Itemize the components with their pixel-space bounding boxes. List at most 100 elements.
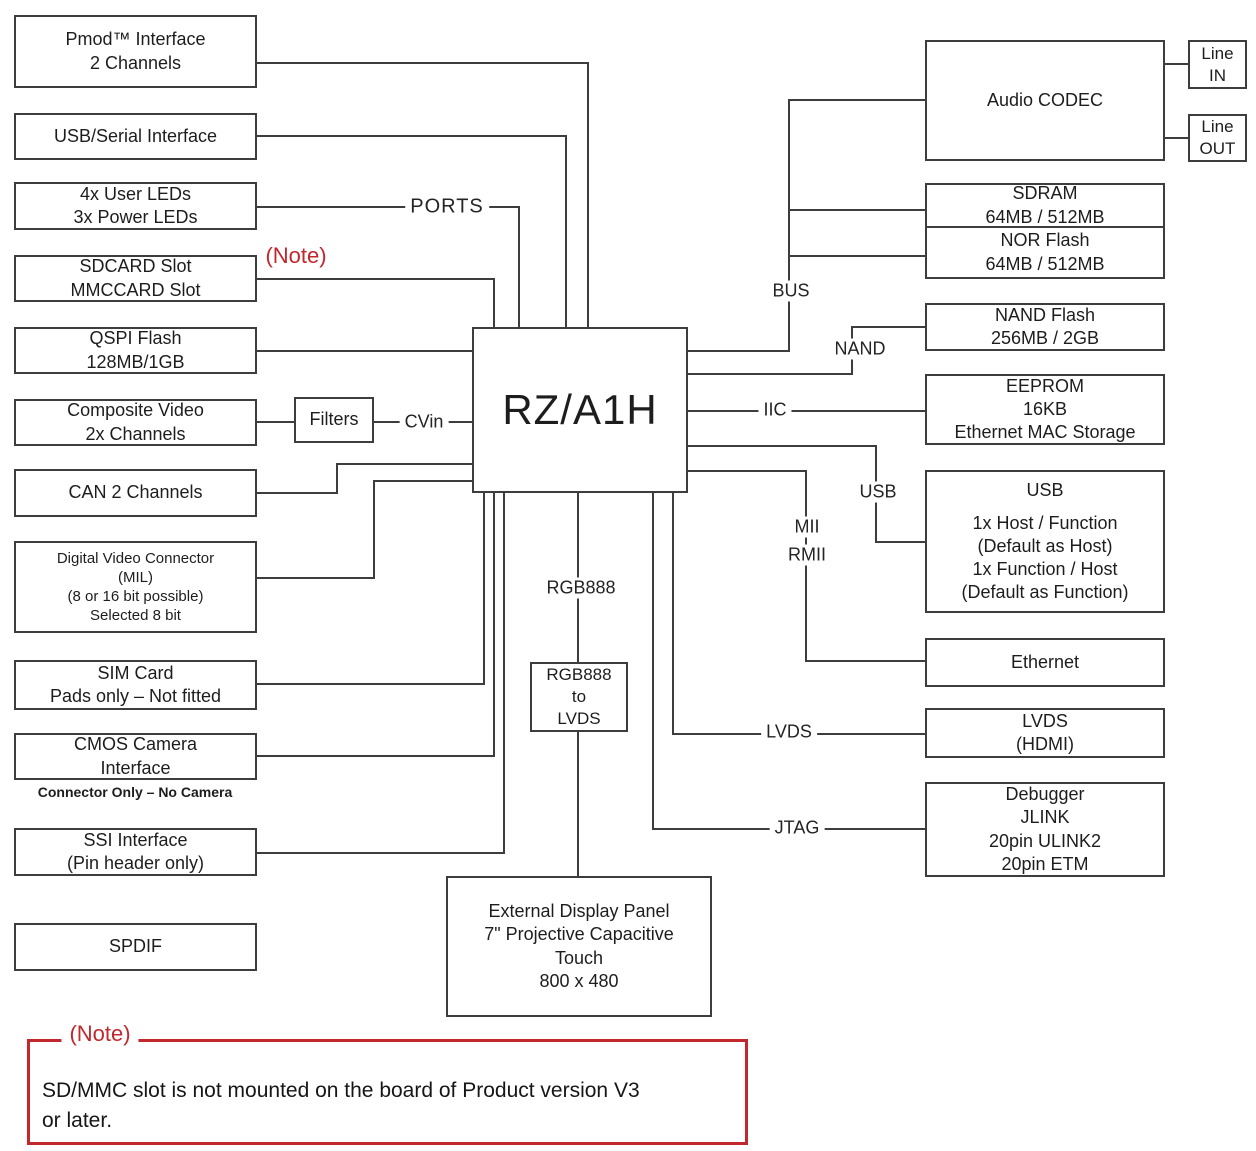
box-text: SPDIF <box>108 936 162 957</box>
qspi-flash-box: QSPI Flash 128MB/1GB <box>14 327 257 374</box>
sdcard-slot-box: SDCARD Slot MMCCARD Slot <box>14 255 257 302</box>
can-connector2 <box>336 463 472 465</box>
can-connector-rise <box>336 463 338 494</box>
box-text: SDCARD Slot <box>79 256 192 277</box>
line-in-connector <box>1165 63 1188 65</box>
digital-video-connector2 <box>373 480 472 482</box>
can-connector <box>257 492 338 494</box>
iic-label: IIC <box>758 399 792 421</box>
audio-codec-box: Audio CODEC <box>925 40 1165 161</box>
digital-video-connector <box>257 577 375 579</box>
nand-label: NAND <box>829 338 891 360</box>
box-text: (8 or 16 bit possible) <box>67 588 204 605</box>
bus-label: BUS <box>767 280 815 302</box>
filters-box: Filters <box>294 397 374 443</box>
ssi-connector-rise <box>503 493 505 854</box>
digital-video-connector-rise <box>373 480 375 579</box>
box-text: LVDS <box>557 708 601 728</box>
box-text: NOR Flash <box>1000 230 1090 251</box>
sdcard-connector-drop <box>493 278 495 328</box>
note-reference-label: (Note) <box>265 243 327 268</box>
bus-connector-rise <box>788 99 790 352</box>
box-text: 800 x 480 <box>539 970 619 991</box>
line-in-box: Line IN <box>1188 40 1247 89</box>
lvds-connector-drop <box>672 493 674 733</box>
box-text: 16KB <box>1022 398 1068 419</box>
cvin-label: CVin <box>399 411 449 433</box>
box-text: (HDMI) <box>1016 734 1074 754</box>
line-out-connector <box>1165 137 1188 139</box>
box-text: CAN 2 Channels <box>68 482 203 503</box>
cmos-camera-caption: Connector Only – No Camera <box>37 784 233 800</box>
spdif-box: SPDIF <box>14 923 257 971</box>
box-text: (Pin header only) <box>66 853 205 873</box>
box-text: 4x User LEDs <box>79 183 192 204</box>
box-text: Pads only – Not fitted <box>49 686 222 706</box>
box-text: QSPI Flash <box>89 328 182 349</box>
box-text: IN <box>1209 65 1226 85</box>
ports-connector <box>257 206 520 208</box>
ssi-connector <box>257 852 503 854</box>
box-text: 128MB/1GB <box>86 351 185 372</box>
bus-connector <box>688 350 790 352</box>
nand-connector2 <box>851 326 925 328</box>
box-text: Filters <box>309 409 359 430</box>
usb-connector2 <box>875 541 925 543</box>
mii-connector2 <box>805 660 925 662</box>
chip-label: RZ/A1H <box>502 386 658 433</box>
box-text: 3x Power LEDs <box>73 207 198 227</box>
bus-audio-connector <box>788 99 925 101</box>
box-text: Composite Video <box>67 400 204 421</box>
note-title-label: (Note) <box>61 1021 139 1047</box>
cmos-connector <box>257 755 493 757</box>
box-text: RGB888 <box>546 665 612 685</box>
qspi-connector <box>257 350 472 352</box>
nor-flash-box: NOR Flash 64MB / 512MB <box>925 226 1165 279</box>
mii-connector <box>688 470 807 472</box>
digital-video-connector-box: Digital Video Connector (MIL) (8 or 16 b… <box>14 541 257 633</box>
sim-card-box: SIM Card Pads only – Not fitted <box>14 660 257 710</box>
sdram-box: SDRAM 64MB / 512MB <box>925 183 1165 228</box>
ssi-interface-box: SSI Interface (Pin header only) <box>14 828 257 876</box>
rza1h-chip: RZ/A1H <box>472 327 688 493</box>
usb-serial-interface-box: USB/Serial Interface <box>14 113 257 160</box>
mii-connector-drop <box>805 470 807 662</box>
box-text: 2x Channels <box>85 423 186 444</box>
pmod-connector <box>257 62 589 64</box>
box-text: Audio CODEC <box>986 89 1104 110</box>
box-text: SIM Card <box>97 662 174 683</box>
box-text: MMCCARD Slot <box>70 279 201 300</box>
box-text: USB/Serial Interface <box>53 125 218 146</box>
user-leds-box: 4x User LEDs 3x Power LEDs <box>14 182 257 230</box>
box-text: Ethernet <box>1010 651 1080 672</box>
box-text: 256MB / 2GB <box>990 328 1100 348</box>
box-text: 2 Channels <box>89 52 182 73</box>
box-text: to <box>571 687 587 707</box>
composite-video-box: Composite Video 2x Channels <box>14 399 257 446</box>
mii-label: MII <box>789 516 825 538</box>
usb-serial-connector <box>257 135 567 137</box>
box-text: Selected 8 bit <box>90 607 181 625</box>
jtag-connector-drop <box>652 493 654 828</box>
nand-connector <box>688 373 853 375</box>
box-text: LVDS <box>1022 710 1068 731</box>
note-box: SD/MMC slot is not mounted on the board … <box>27 1039 748 1145</box>
note-text: SD/MMC slot is not mounted on the board … <box>42 1079 640 1102</box>
box-text: Pmod™ Interface <box>65 29 206 50</box>
sim-connector-rise <box>483 493 485 685</box>
pmod-connector-drop <box>587 62 589 328</box>
sdcard-connector <box>257 278 495 280</box>
rgb888-connector-bottom <box>577 732 579 876</box>
box-text: Line <box>1201 117 1234 137</box>
box-text: 1x Function / Host <box>972 559 1118 580</box>
iic-connector <box>688 410 925 412</box>
box-text: Interface <box>100 757 171 778</box>
rmii-label: RMII <box>783 544 831 566</box>
box-text: NAND Flash <box>994 304 1096 325</box>
box-text: (Default as Function) <box>961 582 1129 603</box>
box-text: SSI Interface <box>83 829 188 850</box>
composite-filters-connector <box>257 421 294 423</box>
can-channels-box: CAN 2 Channels <box>14 469 257 517</box>
box-text: OUT <box>1199 139 1236 158</box>
box-text: CMOS Camera <box>73 734 198 755</box>
